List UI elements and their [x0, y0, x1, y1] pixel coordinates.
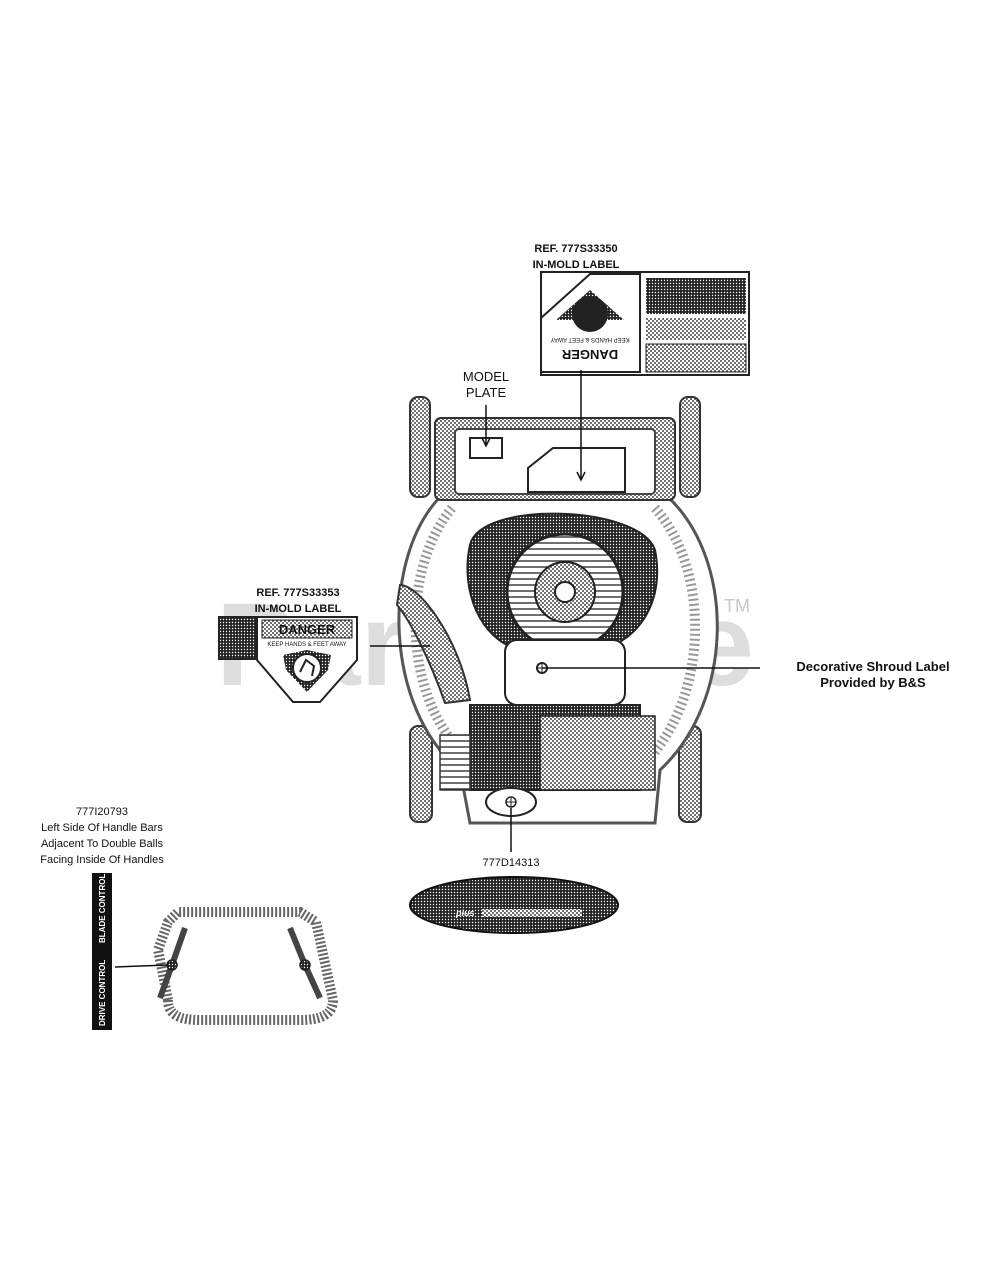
top-label-warning: KEEP HANDS & FEET AWAY: [550, 336, 629, 342]
handle-decal: BLADE CONTROL DRIVE CONTROL: [92, 873, 112, 1030]
arrow-handle: [114, 964, 169, 968]
model-plate-callout: MODEL PLATE: [431, 369, 541, 401]
handle-assembly: [152, 907, 339, 1025]
badge-callout: 777D14313: [451, 855, 571, 871]
decal-blade-text: BLADE CONTROL: [98, 874, 107, 943]
handle-part: 777I20793: [76, 806, 128, 818]
label-777S33350: DANGER KEEP HANDS & FEET AWAY: [540, 271, 750, 376]
watermark-tm: TM: [724, 596, 750, 616]
handle-callout: 777I20793 Left Side Of Handle Bars Adjac…: [14, 804, 190, 868]
badge-part: 777D14313: [482, 857, 540, 869]
ref-top-number: REF. 777S33350: [534, 243, 618, 255]
left-label-warning: KEEP HANDS & FEET AWAY: [267, 642, 346, 648]
front-wheels: [409, 725, 702, 823]
shroud-callout: Decorative Shroud Label Provided by B&S: [758, 659, 988, 691]
engine: [466, 512, 659, 706]
left-label-danger: DANGER: [279, 622, 336, 637]
handle-line2: Adjacent To Double Balls: [40, 838, 164, 850]
shroud-line2: Provided by B&S: [820, 675, 926, 690]
handle-line3: Facing Inside Of Handles: [40, 854, 164, 866]
rear-wheels: [409, 396, 701, 498]
ref-top-callout: REF. 777S33350 IN-MOLD LABEL: [506, 241, 646, 273]
label-area-rect: [527, 447, 626, 493]
rear-housing: [434, 417, 676, 501]
ref-left-number: REF. 777S33353: [256, 587, 340, 599]
model-plate-line2: PLATE: [465, 385, 507, 400]
front-body: [395, 583, 656, 817]
precision-badge: PRECISION plus: [77, 876, 619, 934]
label-777S33353: DANGER KEEP HANDS & FEET AWAY: [218, 616, 358, 703]
ref-top-type: IN-MOLD LABEL: [532, 259, 620, 271]
top-label-danger: DANGER: [561, 347, 618, 362]
ref-left-type: IN-MOLD LABEL: [254, 603, 342, 615]
ref-left-callout: REF. 777S33353 IN-MOLD LABEL: [228, 585, 368, 617]
badge-sub: plus: [455, 908, 475, 918]
handle-line1: Left Side Of Handle Bars: [41, 822, 163, 834]
model-plate-line1: MODEL: [462, 369, 510, 384]
decal-drive-text: DRIVE CONTROL: [98, 960, 107, 1026]
shroud-line1: Decorative Shroud Label: [796, 659, 950, 674]
